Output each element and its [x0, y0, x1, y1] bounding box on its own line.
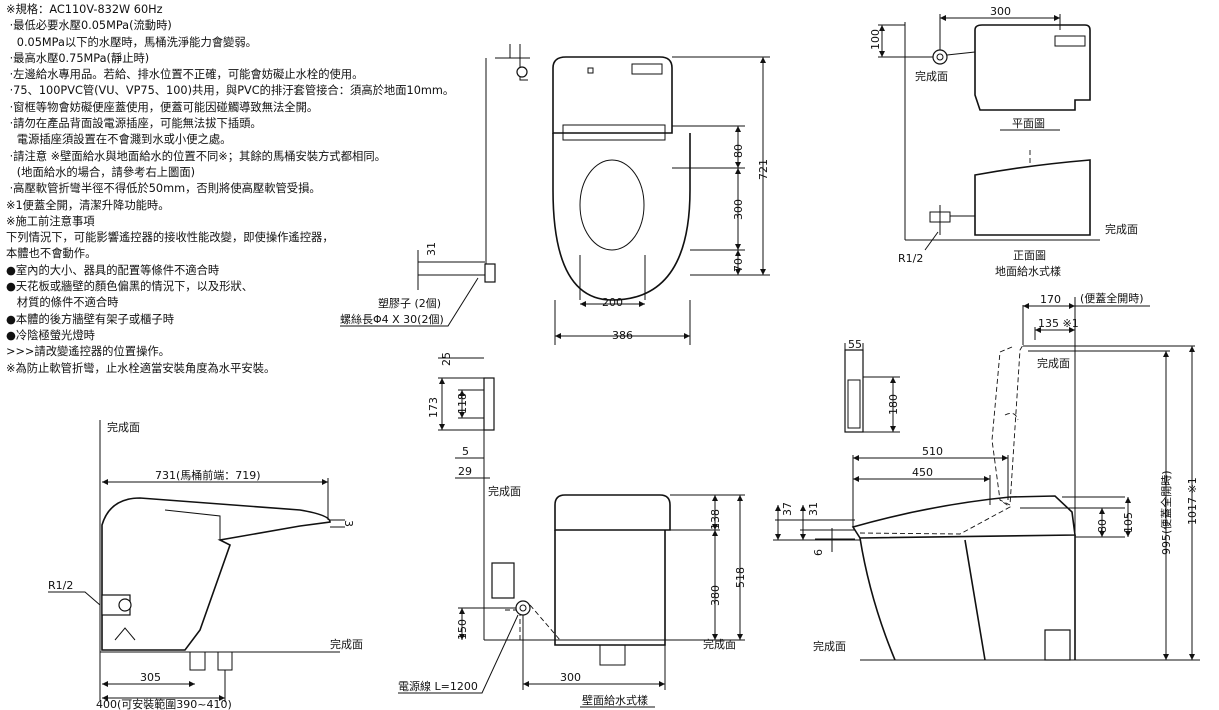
installation-notes: ※規格：AC110V-832W 60Hz ·最低必要水壓0.05MPa(流動時)…	[6, 2, 454, 377]
dim-31: 31	[425, 242, 438, 256]
note-line: ·請注意 ※壁面給水與地面給水的位置不同※；其餘的馬桶安裝方式都相同。	[6, 149, 386, 163]
dim-31-right: 31	[807, 502, 820, 516]
wall-supply-title: 壁面給水式樣	[582, 693, 648, 707]
floor-supply-drawing: 300 100 完成面 平面圖 R1/2 正面圖 地面給水式樣 完成面	[869, 5, 1138, 278]
dim-170: 170	[1040, 293, 1061, 306]
finish-wall-left: 完成面	[107, 420, 140, 434]
note-line: ※規格：AC110V-832W 60Hz	[6, 3, 163, 16]
anchor-label: 塑膠子 (2個)	[378, 296, 441, 310]
note-line: ●冷陰極螢光燈時	[6, 328, 95, 342]
dim-70: 70	[732, 258, 745, 272]
dim-510: 510	[922, 445, 943, 458]
note-line: ·高壓軟管折彎半徑不得低於50mm，否則將使高壓軟管受損。	[6, 182, 321, 196]
note-line: ●室內的大小、器具的配置等條件不適合時	[6, 263, 220, 277]
dim-3: 3	[342, 520, 355, 527]
finish-plan: 完成面	[915, 69, 948, 83]
dim-386: 386	[612, 329, 633, 342]
dim-55: 55	[848, 338, 862, 351]
dim-731: 731(馬桶前端：719)	[155, 468, 261, 482]
dim-37: 37	[781, 502, 794, 516]
dim-200: 200	[602, 296, 623, 309]
front-view-drawing: 200 386 80 300 70 721 31 塑膠子 (2個) 螺絲長Φ4 …	[340, 44, 770, 345]
note-line: ※1便蓋全開，清潔升降功能時。	[6, 198, 170, 212]
dim-1017: 1017 ※1	[1186, 477, 1199, 525]
front-title: 正面圖	[1013, 249, 1046, 262]
dim-450: 450	[912, 466, 933, 479]
note-line: ·75、100PVC管(VU、VP75、100)共用，與PVC的排汙套管接合：須…	[6, 84, 455, 98]
r12-label: R1/2	[898, 252, 923, 265]
note-line: 本體也不會動作。	[6, 247, 97, 261]
finish-wall-right: 完成面	[1037, 356, 1070, 370]
dim-6: 6	[812, 549, 825, 556]
note-line: ●天花板或牆壁的顏色偏黑的情況下，以及形狀、	[6, 280, 254, 294]
plan-title: 平面圖	[1012, 117, 1045, 130]
dim-380: 380	[709, 585, 722, 606]
dim-518: 518	[734, 567, 747, 588]
right-side-drawing: 55 180 170 (便蓋全開時) 135 ※1 完成面 510 450 37…	[773, 291, 1200, 661]
r12-label-left: R1/2	[48, 579, 73, 592]
finish-floor-right: 完成面	[813, 639, 846, 653]
cable-label: 電源線 L=1200	[398, 679, 478, 693]
note-line: (地面給水的場合，請參考右上圖面)	[6, 165, 196, 179]
dim-5: 5	[462, 445, 469, 458]
dim-29: 29	[458, 465, 472, 478]
dim-300-plan: 300	[990, 5, 1011, 18]
note-line: >>>請改變遙控器的位置操作。	[6, 345, 170, 359]
note-line: ·窗框等物會妨礙便座蓋使用，便蓋可能因碰觸導致無法全開。	[6, 100, 319, 114]
note-line: ※為防止軟管折彎，止水栓適當安裝角度為水平安裝。	[6, 361, 276, 375]
dim-25: 25	[440, 352, 453, 366]
note-line: 材質的條件不適合時	[6, 296, 119, 310]
dim-105: 105	[1122, 512, 1135, 533]
dim-135: 135 ※1	[1038, 317, 1079, 330]
finish-floor-left: 完成面	[330, 637, 363, 651]
dim-80-right: 80	[1096, 519, 1109, 533]
note-line: ※施工前注意事項	[6, 214, 95, 228]
dim-138: 138	[709, 509, 722, 530]
dim-80: 80	[732, 144, 745, 158]
dim-150: 150	[456, 619, 469, 640]
dim-400: 400(可安裝範圍390~410)	[96, 697, 232, 710]
screw-label: 螺絲長Φ4 X 30(2個)	[340, 312, 444, 326]
note-line: ·請勿在產品背面設電源插座，可能無法拔下插頭。	[6, 117, 262, 131]
note-line: 0.05MPa以下的水壓時，馬桶洗淨能力會變弱。	[6, 35, 257, 49]
finish-floor-mid: 完成面	[703, 637, 736, 651]
dim-721: 721	[757, 159, 770, 180]
dim-305: 305	[140, 671, 161, 684]
dim-995: 995(便蓋全開時)	[1159, 470, 1173, 555]
note-line: ·最低必要水壓0.05MPa(流動時)	[6, 19, 172, 33]
note-line: ●本體的後方牆壁有架子或櫃子時	[6, 312, 175, 326]
dim-300: 300	[732, 199, 745, 220]
note-line: 下列情況下，可能影響遙控器的接收性能改變，即使操作遙控器，	[6, 231, 334, 245]
dim-173: 173	[427, 397, 440, 418]
wall-supply-drawing: 25 173 118 5 29 完成面 138 380 518 150 完成面 …	[398, 352, 747, 708]
finish-front: 完成面	[1105, 222, 1138, 236]
note-line: ·最高水壓0.75MPa(靜止時)	[6, 51, 150, 65]
dim-180: 180	[887, 394, 900, 415]
floor-supply-title: 地面給水式樣	[995, 264, 1061, 278]
finish-wall-mid: 完成面	[488, 484, 521, 498]
lid-open-label: (便蓋全開時)	[1080, 291, 1144, 305]
dim-100: 100	[869, 29, 882, 50]
note-line: 電源插座須設置在不會濺到水或小便之處。	[6, 133, 232, 147]
dim-118: 118	[456, 393, 469, 414]
note-line: ·左邊給水專用品。若給、排水位置不正確，可能會妨礙止水栓的使用。	[6, 68, 364, 82]
dim-300-wall: 300	[560, 671, 581, 684]
left-side-drawing: 完成面 731(馬桶前端：719) 3 R1/2 完成面 305 400(可安裝…	[48, 420, 363, 710]
